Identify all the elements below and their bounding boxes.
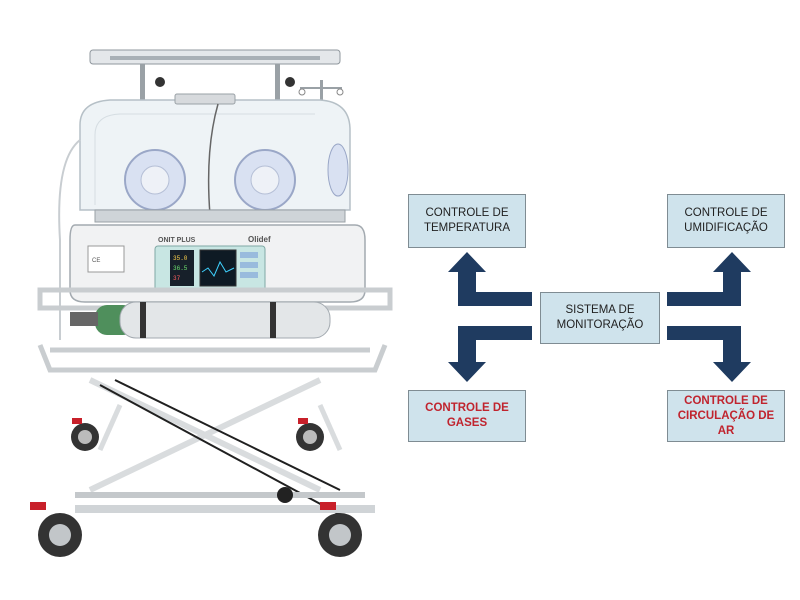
arrow-to-air-circulation (667, 326, 751, 382)
box-temperature-control: CONTROLE DE TEMPERATURA (408, 194, 526, 248)
device-model-text: ONIT PLUS (158, 237, 196, 244)
svg-text:CE: CE (92, 258, 100, 264)
box-air-circulation-control: CONTROLE DE CIRCULAÇÃO DE AR (667, 390, 785, 442)
arrow-to-gases (448, 326, 532, 382)
control-panel: 35.0 36.5 37 (154, 245, 266, 293)
scissor-stand (75, 377, 365, 521)
box-monitoring-system-label: SISTEMA DE MONITORAÇÃO (556, 304, 644, 331)
brand-text: Olidef (248, 235, 271, 244)
arrow-to-humidification (667, 252, 751, 306)
overhead-lamp-bar (89, 49, 341, 104)
box-humidification-control: CONTROLE DE UMIDIFICAÇÃO (667, 194, 785, 248)
reading-3: 37 (173, 275, 181, 282)
reading-1: 35.0 (173, 255, 188, 262)
reading-2: 36.5 (173, 265, 188, 272)
box-gas-control: CONTROLE DE GASES (408, 390, 526, 442)
monitor-screen (199, 249, 237, 287)
mattress-tray (94, 209, 346, 223)
box-humidification-control-label: CONTROLE DE UMIDIFICAÇÃO (684, 207, 768, 234)
wheels (30, 418, 375, 557)
porthole-right (234, 149, 296, 211)
arrow-to-temperature (448, 252, 532, 306)
tubing (58, 139, 81, 340)
lower-tray (37, 344, 388, 373)
incubator-illustration: CE ONIT PLUS Olidef 35.0 36.5 37 (30, 49, 393, 557)
box-monitoring-system: SISTEMA DE MONITORAÇÃO (540, 292, 660, 344)
box-temperature-control-label: CONTROLE DE TEMPERATURA (423, 207, 511, 234)
gas-cylinder (70, 301, 331, 339)
side-porthole (327, 143, 349, 197)
box-gas-control-label: CONTROLE DE GASES (425, 402, 509, 429)
box-air-circulation-control-label: CONTROLE DE CIRCULAÇÃO DE AR (677, 394, 775, 437)
cylinder-rack (37, 287, 393, 353)
